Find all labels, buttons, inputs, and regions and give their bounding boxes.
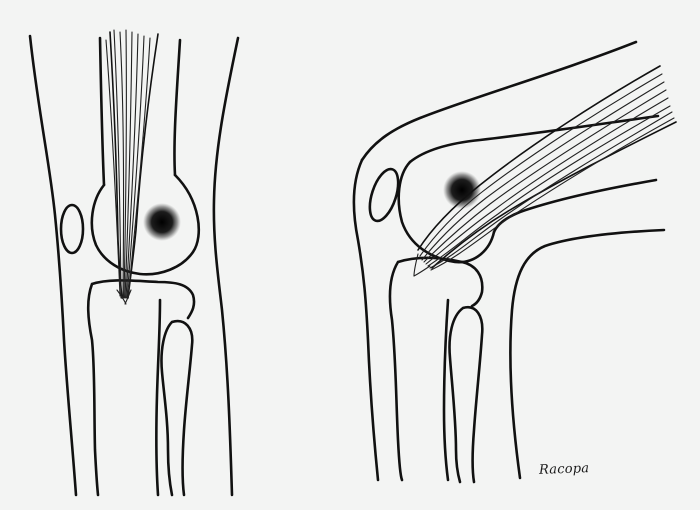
lateral-knee-view	[354, 42, 676, 482]
lateral-ligament-fibers	[414, 66, 676, 276]
frontal-leg-outline-right	[214, 38, 238, 495]
lateral-fibula	[450, 307, 483, 482]
lateral-femur-top-edge	[410, 116, 658, 162]
frontal-fibula	[161, 321, 192, 495]
frontal-femur-left-edge	[100, 38, 104, 185]
lateral-bone-lesion	[443, 171, 481, 209]
frontal-tibia-right-edge	[156, 300, 160, 495]
frontal-bone-lesion	[143, 203, 181, 241]
lateral-calf-outline	[510, 230, 664, 478]
artist-signature: Racopa	[539, 461, 590, 478]
frontal-tibia	[88, 280, 194, 495]
lateral-knee-front-outline	[354, 160, 378, 480]
lateral-tibia-back-edge	[444, 300, 448, 480]
frontal-femur-right-edge	[174, 40, 180, 175]
frontal-ligament-fibers	[106, 30, 158, 304]
lateral-tibia	[390, 258, 482, 480]
frontal-leg-outline-left	[30, 36, 76, 495]
frontal-knee-view	[30, 30, 238, 495]
frontal-patella	[61, 205, 83, 253]
